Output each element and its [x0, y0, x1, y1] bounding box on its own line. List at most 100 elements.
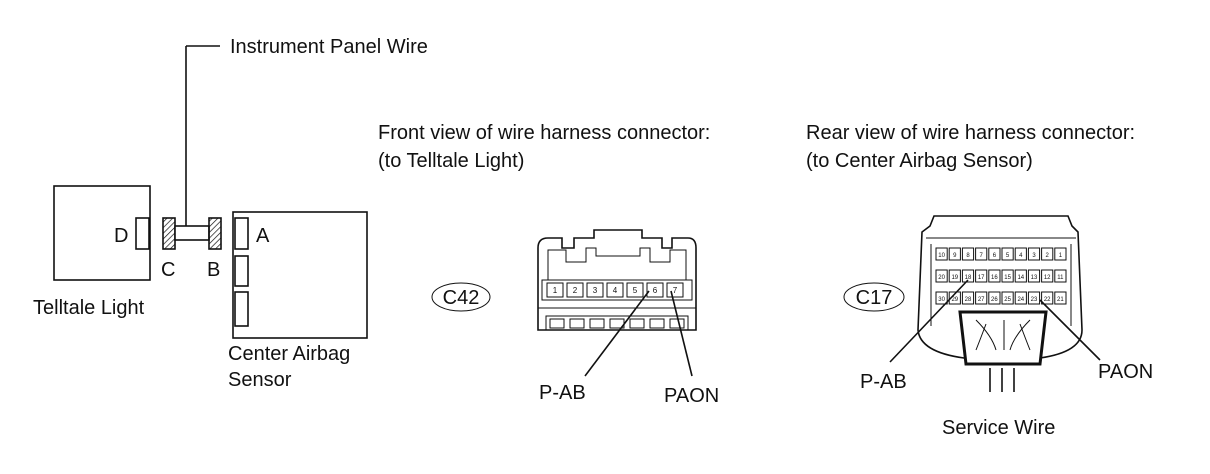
c17-pin-number: 7 [980, 253, 984, 259]
c17-pin-number: 8 [966, 253, 970, 259]
c17-pin: 13 [1027, 269, 1041, 283]
c42-pin: 7 [666, 282, 684, 298]
c17-pin-number: 18 [965, 275, 972, 281]
c42-id-oval [431, 282, 491, 312]
c42-pin-cell [606, 282, 624, 298]
c42-id: C42 [443, 287, 480, 309]
c17-pin-cell [1027, 291, 1041, 305]
c42-base-slot [589, 318, 605, 329]
c17-pin: 7 [975, 247, 988, 261]
c42-base-slot [549, 318, 565, 329]
c17-pin-cell [1041, 291, 1054, 305]
front-view-title-1: Front view of wire harness connector: [378, 122, 710, 144]
connector-d-label: D [114, 225, 128, 247]
c42-pin: 2 [566, 282, 584, 298]
telltale-light-label: Telltale Light [33, 297, 145, 319]
c17-pin-cell [1001, 269, 1014, 283]
c42-pin: 1 [546, 282, 564, 298]
c17-pin-cell [988, 269, 1001, 283]
c17-pin-number: 4 [1019, 253, 1023, 259]
front-view-connector: Front view of wire harness connector: (t… [378, 122, 719, 407]
c17-pin-cell [975, 247, 988, 261]
c17-pin-cell [988, 247, 1001, 261]
rear-view-connector: Rear view of wire harness connector: (to… [806, 122, 1153, 439]
c17-pin: 1 [1054, 247, 1067, 261]
c42-base-slot [669, 318, 685, 329]
c17-pin-number: 3 [1032, 253, 1036, 259]
c17-pin: 16 [988, 269, 1001, 283]
center-airbag-sensor-label-2: Sensor [228, 369, 292, 391]
c17-paon-label: PAON [1098, 361, 1153, 383]
c42-pin-number: 1 [553, 286, 558, 295]
c42-pin-cell [546, 282, 564, 298]
c42-base-slot [569, 318, 585, 329]
c17-pin: 17 [975, 269, 988, 283]
service-wire-boot [958, 310, 1048, 366]
c17-pin-number: 29 [951, 297, 958, 303]
c17-pin-number: 27 [978, 297, 985, 303]
c42-base-slot [649, 318, 665, 329]
c17-pin-number: 16 [991, 275, 998, 281]
c17-pin: 19 [948, 269, 961, 283]
c42-pin-cell [666, 282, 684, 298]
connector-d-socket [135, 217, 150, 250]
c17-id-oval [843, 282, 905, 312]
c17-pin: 5 [1001, 247, 1014, 261]
c17-pin-cell [935, 291, 948, 305]
c17-pin-cell [1014, 269, 1027, 283]
c17-pin: 12 [1041, 269, 1054, 283]
c17-p-ab-leader [889, 279, 969, 363]
c42-pin: 5 [626, 282, 644, 298]
c17-pin: 23 [1027, 291, 1041, 305]
connector-b-plug [208, 217, 222, 250]
instrument-panel-wire-label: Instrument Panel Wire [230, 36, 428, 58]
c17-pin-cell [1041, 247, 1054, 261]
c17-pin-cell [961, 269, 975, 283]
service-wire-strands [975, 319, 1031, 351]
c17-pin: 28 [961, 291, 975, 305]
c42-base-slot [629, 318, 645, 329]
connector-c-plug [162, 217, 176, 250]
c17-pin-cell [961, 291, 975, 305]
c17-pin-number: 6 [993, 253, 997, 259]
c42-pin-number: 4 [613, 286, 618, 295]
c17-pin-number: 26 [991, 297, 998, 303]
c17-pin-number: 14 [1017, 275, 1024, 281]
wire-harness-segment [174, 225, 210, 241]
c42-pin-cell [626, 282, 644, 298]
c17-pin-number: 20 [938, 275, 945, 281]
c17-pin-cell [1014, 291, 1027, 305]
c17-paon-leader [1039, 299, 1101, 361]
c17-pin-cell [935, 247, 948, 261]
c42-base-slots [549, 318, 685, 329]
front-view-title-2: (to Telltale Light) [378, 150, 524, 172]
c42-latch [547, 247, 687, 280]
c17-pin-number: 23 [1031, 297, 1038, 303]
connector-c-label: C [161, 259, 175, 281]
c17-pin-number: 10 [938, 253, 945, 259]
c42-p-ab-leader [584, 290, 650, 377]
c17-pin: 21 [1054, 291, 1067, 305]
sensor-socket-3 [234, 291, 249, 327]
c17-pin-cell [961, 247, 975, 261]
c17-pin-cell [1014, 247, 1027, 261]
c17-pin: 15 [1001, 269, 1014, 283]
c17-pin: 9 [948, 247, 961, 261]
c17-pin: 24 [1014, 291, 1027, 305]
c17-pin-number: 1 [1059, 253, 1063, 259]
c42-pin-row [541, 279, 693, 301]
c17-pin-cell [935, 269, 948, 283]
c17-pin: 22 [1041, 291, 1054, 305]
connector-a-socket [234, 217, 249, 250]
c42-pin-number: 5 [633, 286, 638, 295]
c17-pin-number: 19 [951, 275, 958, 281]
rear-view-title-2: (to Center Airbag Sensor) [806, 150, 1033, 172]
c17-pin-cell [988, 291, 1001, 305]
c17-pin: 30 [935, 291, 948, 305]
c17-p-ab-label: P-AB [860, 371, 907, 393]
telltale-light-box [53, 185, 151, 281]
c17-pin: 6 [988, 247, 1001, 261]
c17-pin-number: 13 [1031, 275, 1038, 281]
